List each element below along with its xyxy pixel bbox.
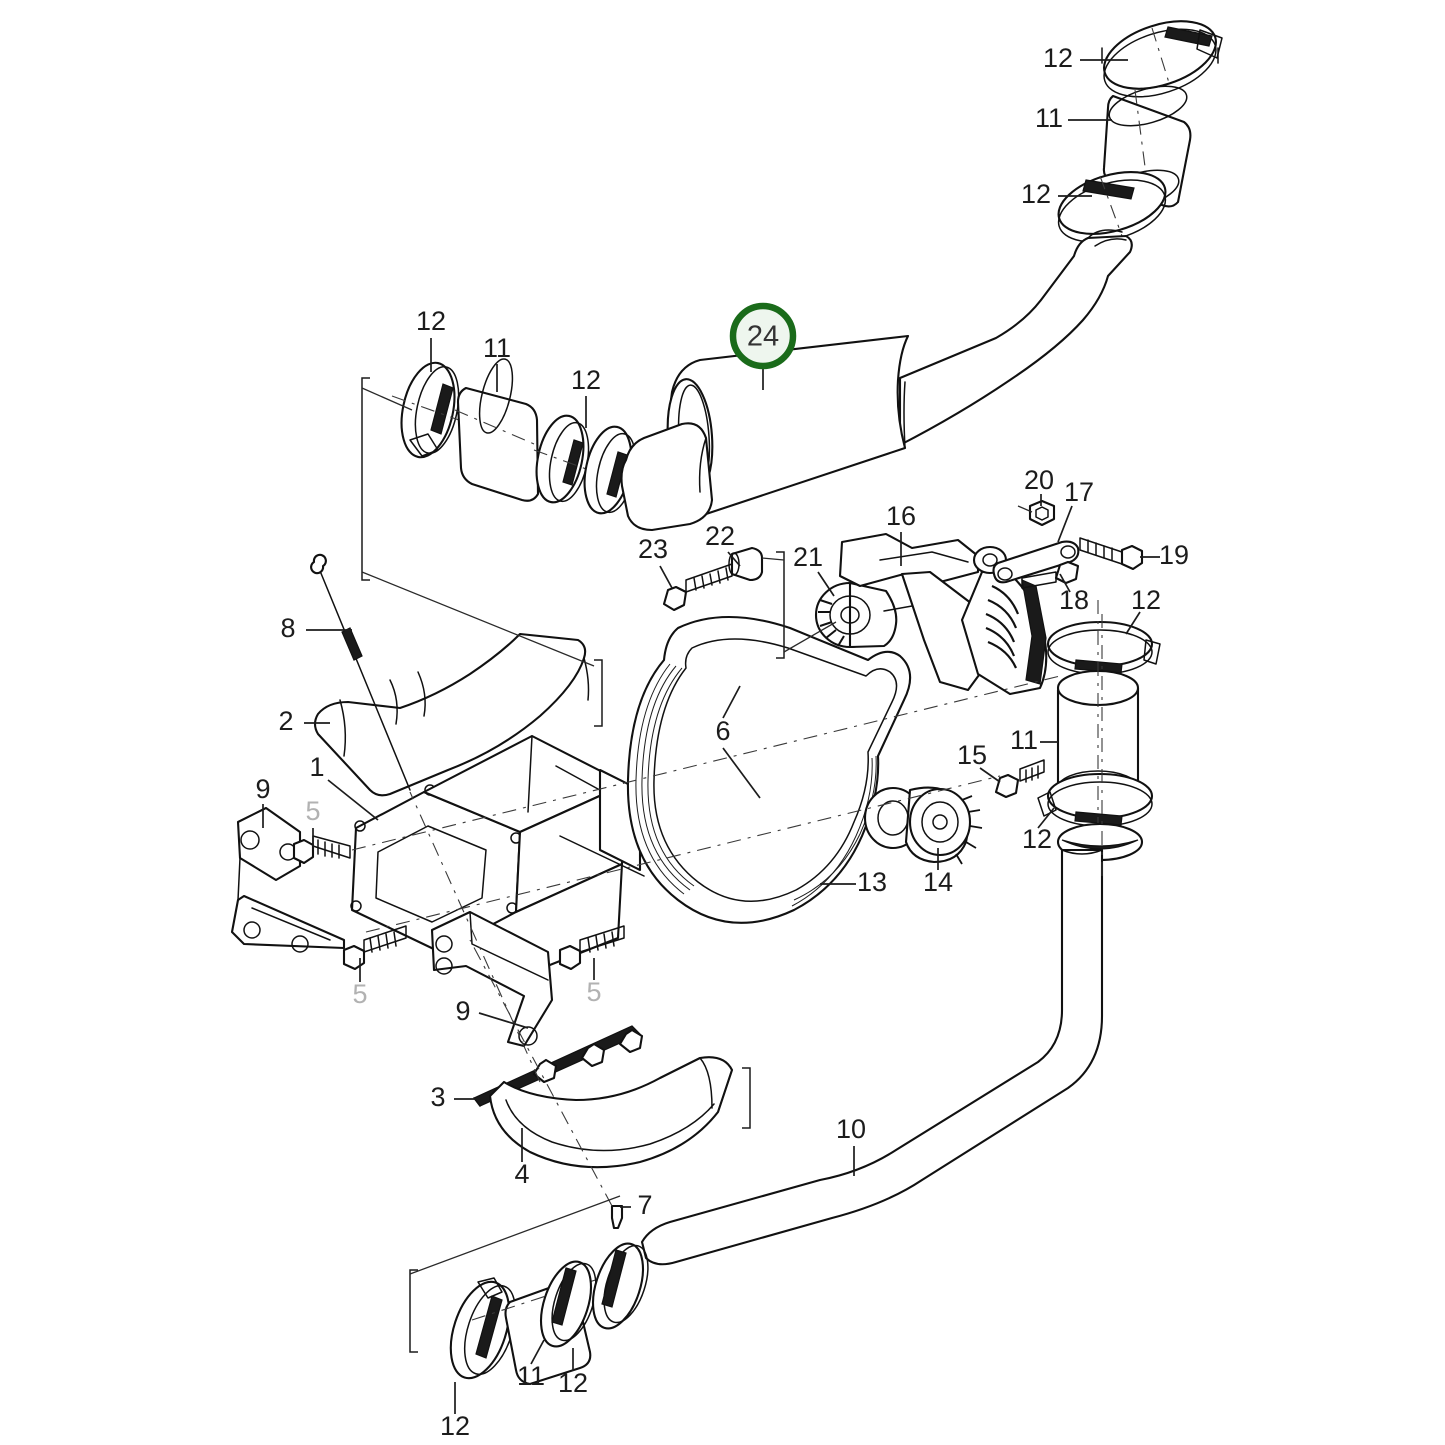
callout-20: 20 [1024,465,1054,495]
hose-clamp-bottom-right [591,1242,649,1330]
callout-2: 2 [278,706,293,736]
hose-clamp-bottom-mid [539,1260,597,1348]
hose-clamp-right-upper [1046,620,1161,675]
hose-clamp-upper-left-c [583,425,637,515]
highlight-ring-circle [729,302,797,370]
hose-clamp-right-lower [1037,772,1154,827]
bracket-center-9 [430,910,554,1048]
group-bracket-elbow-2 [594,659,603,727]
hose-clamp-top [1101,20,1223,98]
bolt-19 [1079,537,1144,571]
callout-18: 18 [1059,585,1089,615]
highlight-callout-24[interactable]: 24 [729,302,797,390]
group-bracket-bottom [409,1195,621,1353]
callout-11-b: 11 [483,333,511,363]
callout-7: 7 [637,1190,652,1220]
callout-11-a: 11 [1035,103,1063,133]
callout-labels: 1 2 3 4 5 5 5 6 7 8 9 9 10 11 11 11 11 1… [255,43,1189,1441]
charge-air-elbow-left [620,422,714,532]
callout-5-b: 5 [352,979,367,1009]
callout-21: 21 [793,542,823,572]
callout-3: 3 [430,1082,445,1112]
pulley-14 [863,786,983,865]
callout-17: 17 [1064,477,1094,507]
group-bracket-lower-4 [742,1067,751,1129]
leader-lines [262,59,1160,1414]
part-group-bottom-hose [449,1242,649,1386]
highlight-callout-label: 24 [747,321,779,353]
group-bracket-upper-left [361,377,595,667]
callout-12-e: 12 [1131,585,1161,615]
charge-air-pipe-upper-right [898,229,1133,447]
callout-16: 16 [886,501,916,531]
callout-19: 19 [1159,540,1189,570]
hose-clamp-upper-left-b [533,414,601,504]
bolt-5-left [292,835,351,865]
intake-elbow-2 [313,632,590,797]
charge-air-pipe-10 [640,848,1104,1266]
callout-22: 22 [705,521,735,551]
bolt-23 [662,563,733,612]
part-group-right-hose [1037,600,1161,862]
group-bracket-mid-right [761,551,837,659]
screw-7 [610,1204,624,1230]
spacer-22 [728,546,764,582]
tensioner-bracket-16 [838,532,992,692]
callout-1: 1 [309,752,324,782]
callout-14: 14 [923,867,953,897]
callout-11-c: 11 [1010,725,1038,755]
intercooler-housing-1 [350,734,645,982]
callout-15: 15 [957,740,987,770]
callout-5-c: 5 [586,977,601,1007]
part-group-upper-left-hose [391,358,714,532]
hose-clamp-top-lower [1057,171,1167,243]
callout-12-b: 12 [1021,179,1051,209]
callout-5-a: 5 [305,796,320,826]
callout-12-c: 12 [416,306,446,336]
nut-20 [1017,499,1056,527]
callout-6: 6 [715,716,730,746]
callout-23: 23 [638,534,668,564]
bolt-5-lower-right [558,925,625,971]
callout-9-a: 9 [255,774,270,804]
bolt-5-lower-left [342,925,407,971]
assembly-axes [351,612,1103,1207]
callout-8: 8 [280,613,295,643]
long-rod-8 [310,553,411,791]
callout-4: 4 [514,1159,529,1189]
callout-9-b: 9 [455,996,470,1026]
bolt-15 [994,759,1045,799]
callout-10: 10 [836,1114,866,1144]
part-group-top-right-hose [1057,20,1223,243]
idler-pulley-21 [814,581,913,649]
drive-belt-13 [626,616,912,924]
hose-clamp-upper-left-a [391,361,471,459]
callout-11-d: 11 [517,1361,545,1391]
callout-12-d: 12 [571,365,601,395]
callout-12-a: 12 [1043,43,1073,73]
callout-12-g: 12 [558,1368,588,1398]
hose-sleeve-upper-left [454,358,549,502]
callout-12-h: 12 [440,1411,470,1441]
callout-13: 13 [857,867,887,897]
callout-12-f: 12 [1022,824,1052,854]
bracket-left-9 [230,806,346,953]
lower-duct-4 [488,1028,734,1169]
